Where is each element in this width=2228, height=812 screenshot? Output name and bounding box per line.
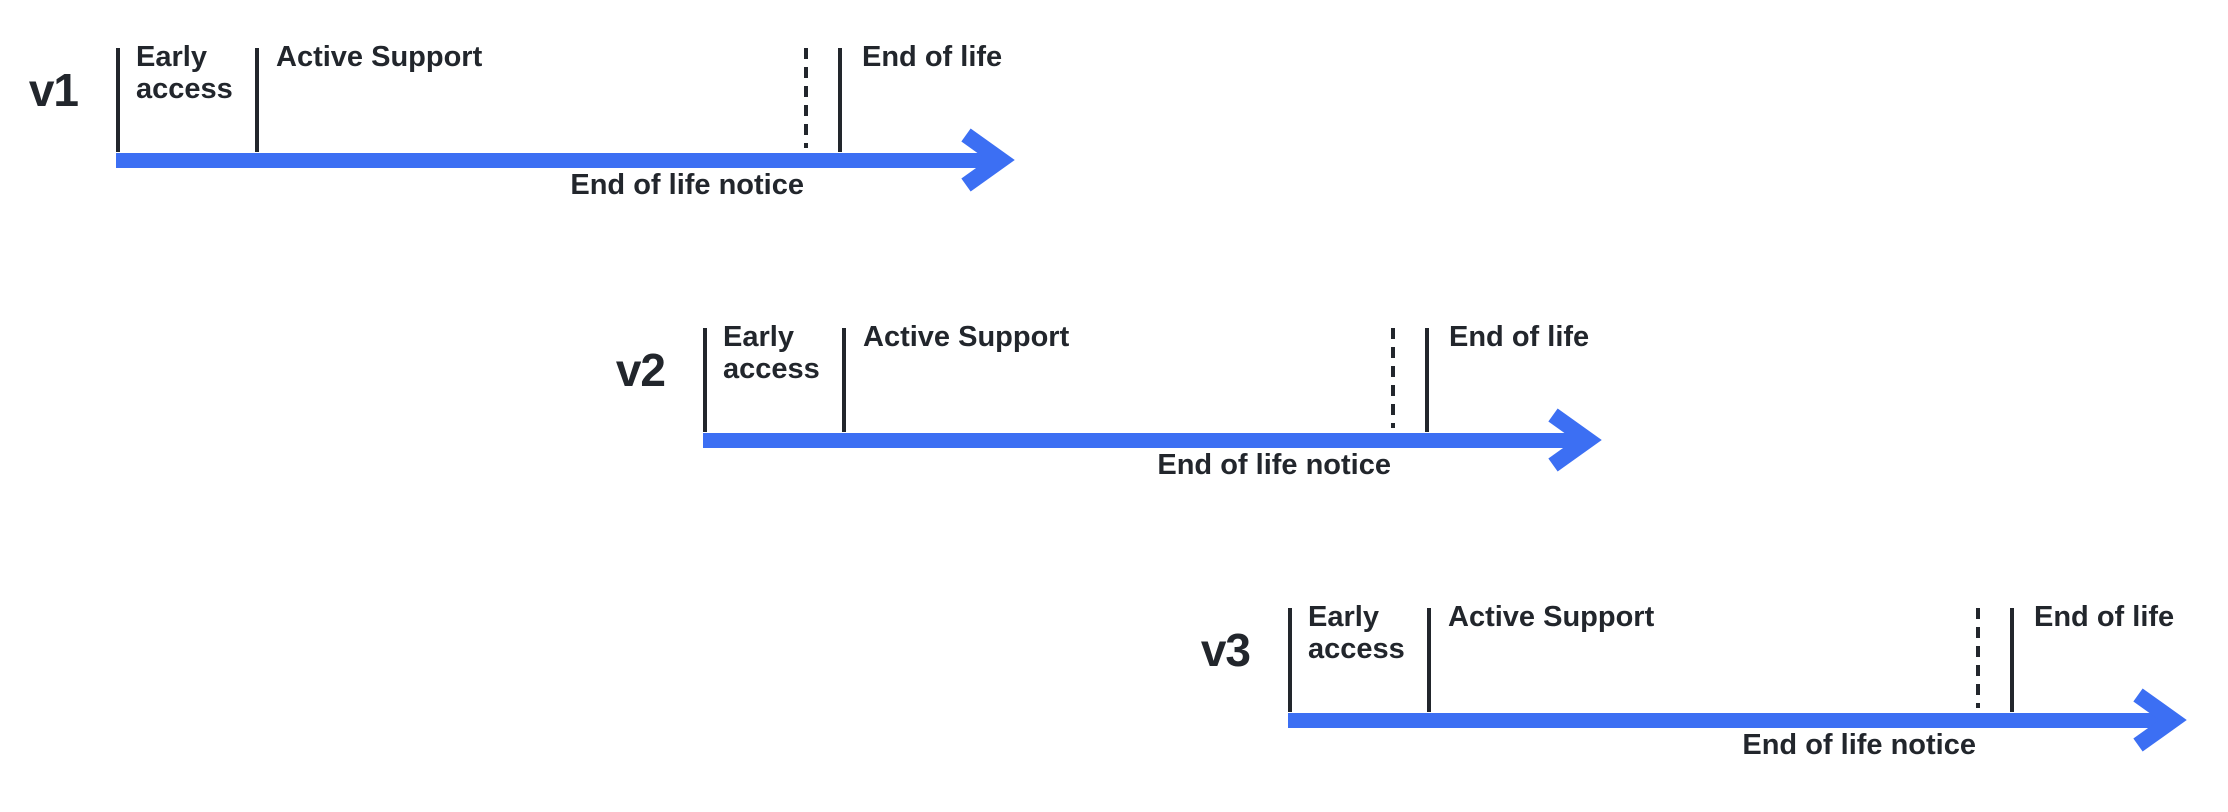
- arrow-shaft: [116, 153, 990, 168]
- end-of-life-label: End of life: [2034, 601, 2175, 633]
- version-label: v1: [28, 64, 79, 116]
- end-of-life-notice-label: End of life notice: [1742, 729, 1976, 761]
- arrow-head-icon: [1548, 408, 1602, 472]
- active-support-label: Active Support: [276, 41, 483, 73]
- early-access-label: Early access: [1308, 601, 1405, 665]
- arrow-head-icon: [961, 128, 1015, 192]
- timeline-track-v2: [703, 328, 1602, 472]
- arrow-shaft: [1288, 713, 2162, 728]
- timeline-row-v2: v2 Early access Active Support End of li…: [616, 321, 1663, 543]
- timeline-row-v1: v1 Early access Active Support End of li…: [29, 41, 1076, 263]
- active-support-label: Active Support: [863, 321, 1070, 353]
- early-access-label: Early access: [723, 321, 820, 385]
- end-of-life-notice-label: End of life notice: [1157, 449, 1391, 481]
- timeline-row-v3: v3 Early access Active Support End of li…: [1201, 601, 2228, 812]
- version-label: v2: [615, 344, 666, 396]
- end-of-life-notice-label: End of life notice: [570, 169, 804, 201]
- end-of-life-label: End of life: [862, 41, 1003, 73]
- active-support-label: Active Support: [1448, 601, 1655, 633]
- arrow-shaft: [703, 433, 1577, 448]
- arrow-head-icon: [2133, 688, 2187, 752]
- end-of-life-label: End of life: [1449, 321, 1590, 353]
- timeline-track-v1: [116, 48, 1015, 192]
- timeline-track-v3: [1288, 608, 2187, 752]
- version-label: v3: [1200, 624, 1251, 676]
- early-access-label: Early access: [136, 41, 233, 105]
